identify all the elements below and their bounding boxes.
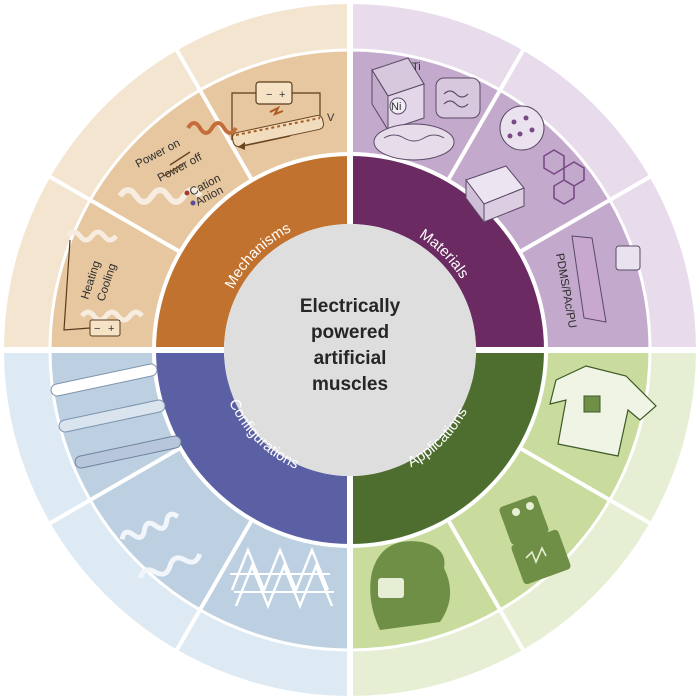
anion-dot xyxy=(190,200,196,206)
outer-ring xyxy=(4,4,696,696)
fiber-illustration xyxy=(50,363,182,469)
minus-sign: − xyxy=(266,89,272,101)
center-line-2: powered xyxy=(311,322,389,343)
ti-label: Ti xyxy=(412,61,421,73)
electrochemical-cell-illustration: − + V xyxy=(231,81,335,150)
voltage-label: V xyxy=(327,112,335,124)
plus-sign: + xyxy=(279,89,285,101)
ring-boundary xyxy=(152,152,548,548)
mechanisms-outer-ring-segment xyxy=(4,4,350,350)
configurations-outer-ring-segment xyxy=(4,350,350,696)
panel-divider xyxy=(45,173,182,254)
carbon-nanostructure-illustration xyxy=(465,105,585,224)
configurations-illustrations xyxy=(50,363,334,610)
applications-outer-ring-segment xyxy=(350,350,696,696)
configurations-category-ring-segment xyxy=(154,350,350,546)
category-ring xyxy=(154,154,546,546)
crystal-lattice-illustration: Ni Ti xyxy=(371,57,481,161)
panel-divider xyxy=(446,45,527,182)
materials-category-ring-segment xyxy=(350,154,546,350)
panel-divider xyxy=(173,45,254,182)
smart-textile-illustration xyxy=(549,365,657,457)
robot-illustration xyxy=(499,495,571,585)
panel-divider xyxy=(173,518,254,655)
applications-illustrations xyxy=(370,365,657,630)
center-hub xyxy=(224,224,476,476)
textile-illustration xyxy=(230,546,334,610)
thermal-actuation-illustration: Heating Cooling − + xyxy=(63,229,144,337)
arm-muscle-illustration xyxy=(370,541,451,630)
minus-sign-2: − xyxy=(94,323,100,335)
panel-divider xyxy=(518,173,655,254)
panel-divider xyxy=(446,518,527,655)
mechanisms-category-ring-segment xyxy=(154,154,350,350)
center-line-4: muscles xyxy=(312,374,388,395)
center-line-3: artificial xyxy=(314,348,387,369)
plus-sign-2: + xyxy=(108,323,114,335)
cation-dot xyxy=(184,190,190,196)
panel-divider xyxy=(45,446,182,527)
applications-category-ring-segment xyxy=(350,350,546,546)
materials-outer-ring-segment xyxy=(350,4,696,350)
panel-divider xyxy=(518,446,655,527)
ni-label: Ni xyxy=(391,101,401,113)
center-line-1: Electrically xyxy=(300,296,401,317)
ring-boundary xyxy=(48,48,652,652)
center-title: Electrically powered artificial muscles xyxy=(300,296,401,395)
coil-illustration xyxy=(119,511,203,579)
